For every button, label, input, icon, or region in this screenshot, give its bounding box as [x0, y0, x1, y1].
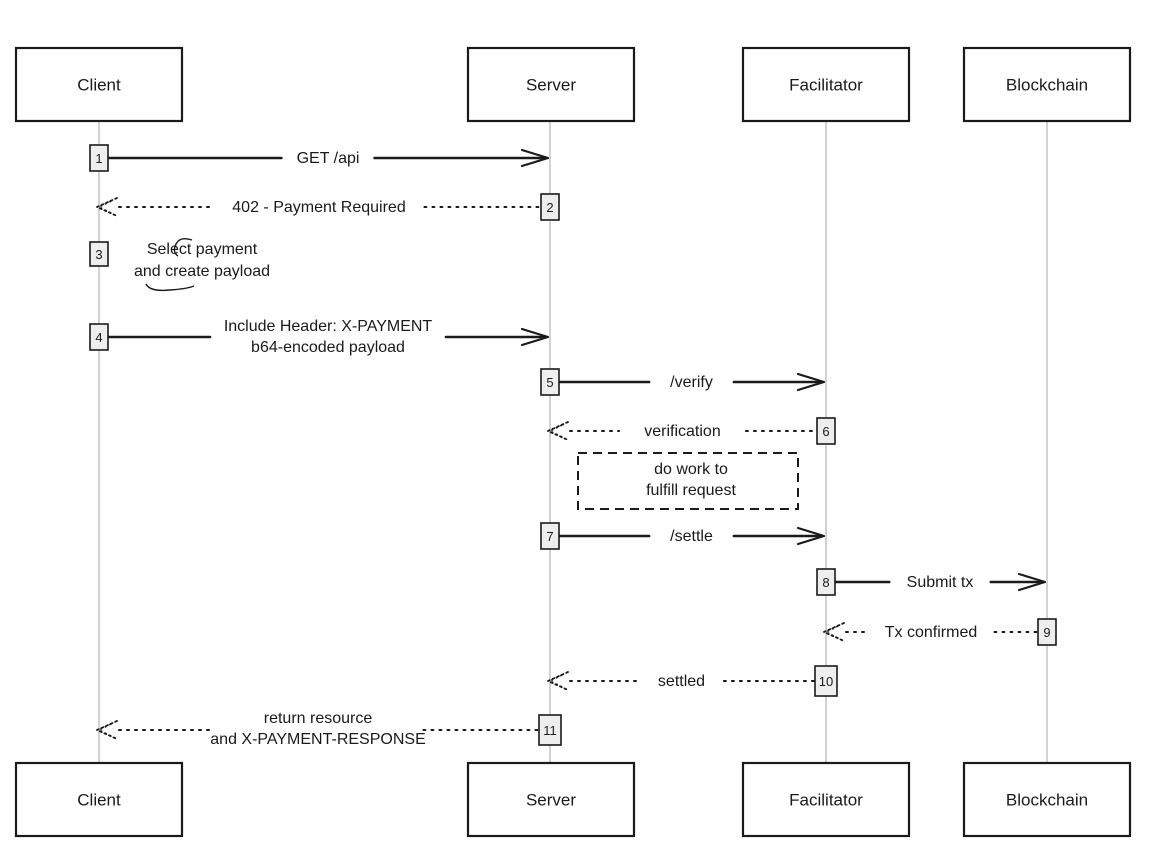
- message-label: 402 - Payment Required: [232, 199, 405, 216]
- step-number: 7: [546, 529, 553, 544]
- note-text: do work to: [654, 461, 728, 478]
- step-8: 8 Submit tx: [816, 568, 1047, 596]
- step-number-box: [538, 714, 562, 746]
- step-number: 2: [546, 200, 553, 215]
- participant-label: Server: [526, 791, 576, 810]
- message-label: settled: [658, 673, 705, 690]
- step-9: 9 Tx confirmed: [823, 618, 1057, 646]
- message-label: and X-PAYMENT-RESPONSE: [210, 731, 425, 748]
- message-label: /verify: [670, 374, 713, 391]
- participant-facilitator-top: Facilitator: [741, 46, 911, 123]
- step-number-box: [1037, 618, 1057, 646]
- self-loop-mark: [173, 237, 193, 257]
- participant-label: Facilitator: [789, 791, 863, 810]
- message-label: Submit tx: [907, 574, 974, 591]
- message-label: /settle: [670, 528, 713, 545]
- arrowhead: [547, 671, 569, 691]
- step-number: 3: [95, 247, 102, 262]
- participant-server-top: Server: [466, 46, 636, 123]
- step-number: 8: [822, 575, 829, 590]
- participant-label: Blockchain: [1006, 791, 1088, 810]
- arrowhead: [1017, 572, 1047, 592]
- participant-label: Client: [77, 791, 121, 810]
- step-11: 11 return resource and X-PAYMENT-RESPONSE: [96, 710, 562, 748]
- step-6: 6 verification: [547, 417, 836, 445]
- participant-label: Client: [77, 76, 121, 95]
- step-number: 10: [819, 674, 833, 689]
- step-1: 1 GET /api: [89, 144, 550, 172]
- step-10: 10 settled: [547, 665, 838, 697]
- participant-label: Server: [526, 76, 576, 95]
- participant-server-bottom: Server: [466, 761, 636, 838]
- participant-blockchain-top: Blockchain: [962, 46, 1132, 123]
- step-number-box: [814, 665, 838, 697]
- step-number: 9: [1043, 625, 1050, 640]
- participant-client-bottom: Client: [14, 761, 184, 838]
- step-number-box: [89, 241, 109, 267]
- step-number: 11: [543, 723, 557, 738]
- arrowhead: [547, 421, 569, 441]
- step-7: 7/settle: [540, 522, 826, 550]
- step-5: 5/verify: [540, 368, 826, 396]
- participant-client-top: Client: [14, 46, 184, 123]
- step-number-box: [540, 193, 560, 221]
- arrowhead: [96, 720, 118, 740]
- step-note: do work to fulfill request: [577, 452, 799, 510]
- message-label: Include Header: X-PAYMENT: [224, 318, 433, 335]
- arrowhead: [96, 197, 118, 217]
- arrowhead: [823, 622, 845, 642]
- step-text: Select payment: [147, 241, 258, 258]
- step-number-box: [89, 144, 109, 172]
- message-label: b64-encoded payload: [251, 339, 405, 356]
- message-label: Tx confirmed: [885, 624, 977, 641]
- step-4: 4 Include Header: X-PAYMENT b64-encoded pa…: [89, 318, 550, 356]
- message-label: verification: [644, 423, 720, 440]
- step-number-box: [540, 368, 560, 396]
- self-loop-mark: [145, 283, 195, 292]
- message-label: GET /api: [297, 150, 360, 167]
- note-text: fulfill request: [646, 482, 736, 499]
- participant-blockchain-bottom: Blockchain: [962, 761, 1132, 838]
- participant-facilitator-bottom: Facilitator: [741, 761, 911, 838]
- step-3: 3 Select payment and create payload: [89, 237, 270, 292]
- step-number-box: [89, 323, 109, 351]
- arrowhead: [520, 327, 550, 347]
- arrowhead: [520, 148, 550, 168]
- step-number: 6: [822, 424, 829, 439]
- step-number-box: [816, 568, 836, 596]
- note-box: [577, 452, 799, 510]
- participant-label: Blockchain: [1006, 76, 1088, 95]
- message-label: return resource: [264, 710, 373, 727]
- step-number: 4: [95, 330, 102, 345]
- arrowhead: [796, 372, 826, 392]
- arrowhead: [796, 526, 826, 546]
- step-text: and create payload: [134, 263, 270, 280]
- step-2: 2 402 - Payment Required: [96, 193, 560, 221]
- step-number-box: [816, 417, 836, 445]
- participant-label: Facilitator: [789, 76, 863, 95]
- step-number: 5: [546, 375, 553, 390]
- step-number-box: [540, 522, 560, 550]
- step-number: 1: [95, 151, 102, 166]
